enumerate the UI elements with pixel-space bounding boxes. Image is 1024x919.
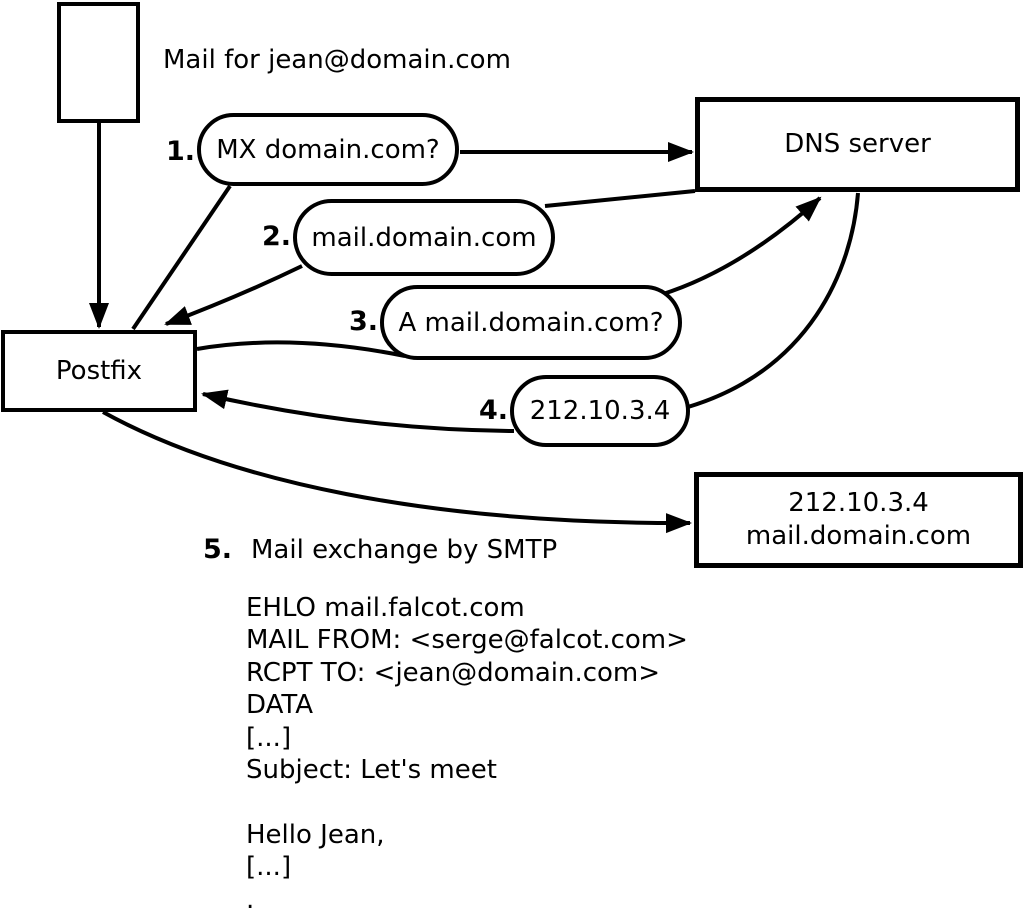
mail-envelope-icon [57, 2, 140, 123]
query-mx-pill: MX domain.com? [197, 113, 459, 186]
step-4-number: 4. [478, 395, 508, 426]
step-5-label: Mail exchange by SMTP [251, 535, 558, 565]
postfix-label: Postfix [55, 355, 143, 386]
arrow-query3-to-dns [659, 196, 822, 297]
reply-a-pill: 212.10.3.4 [510, 375, 690, 447]
step-5-number: 5. [202, 534, 232, 565]
step-3-number: 3. [348, 306, 378, 337]
dns-server-label: DNS server [784, 129, 931, 159]
smtp-session-text: EHLO mail.falcot.com MAIL FROM: <serge@f… [246, 593, 688, 915]
dns-server-node: DNS server [695, 97, 1020, 192]
diagram-title: Mail for jean@domain.com [163, 45, 511, 75]
reply-mx-pill: mail.domain.com [293, 199, 555, 276]
step-2-number: 2. [261, 221, 291, 252]
step-1-number: 1. [165, 136, 195, 167]
arrow-postfix-to-mailserver [102, 410, 692, 534]
line-postfix-to-query1 [131, 184, 232, 331]
query-a-label: A mail.domain.com? [398, 307, 664, 338]
query-mx-label: MX domain.com? [216, 134, 440, 165]
query-a-pill: A mail.domain.com? [380, 285, 682, 360]
reply-a-label: 212.10.3.4 [529, 396, 671, 426]
reply-mx-label: mail.domain.com [311, 222, 537, 253]
line-postfix-to-query3 [196, 340, 406, 358]
line-dns-to-reply4 [687, 192, 860, 409]
mail-server-node: 212.10.3.4 mail.domain.com [694, 472, 1023, 568]
line-dns-to-reply2 [544, 189, 696, 208]
arrow-reply2-to-postfix [164, 264, 303, 326]
mail-server-ip: 212.10.3.4 [788, 488, 929, 518]
mail-server-hostname: mail.domain.com [745, 521, 972, 551]
postfix-node: Postfix [1, 330, 197, 412]
arrow-reply4-to-postfix [201, 389, 515, 433]
